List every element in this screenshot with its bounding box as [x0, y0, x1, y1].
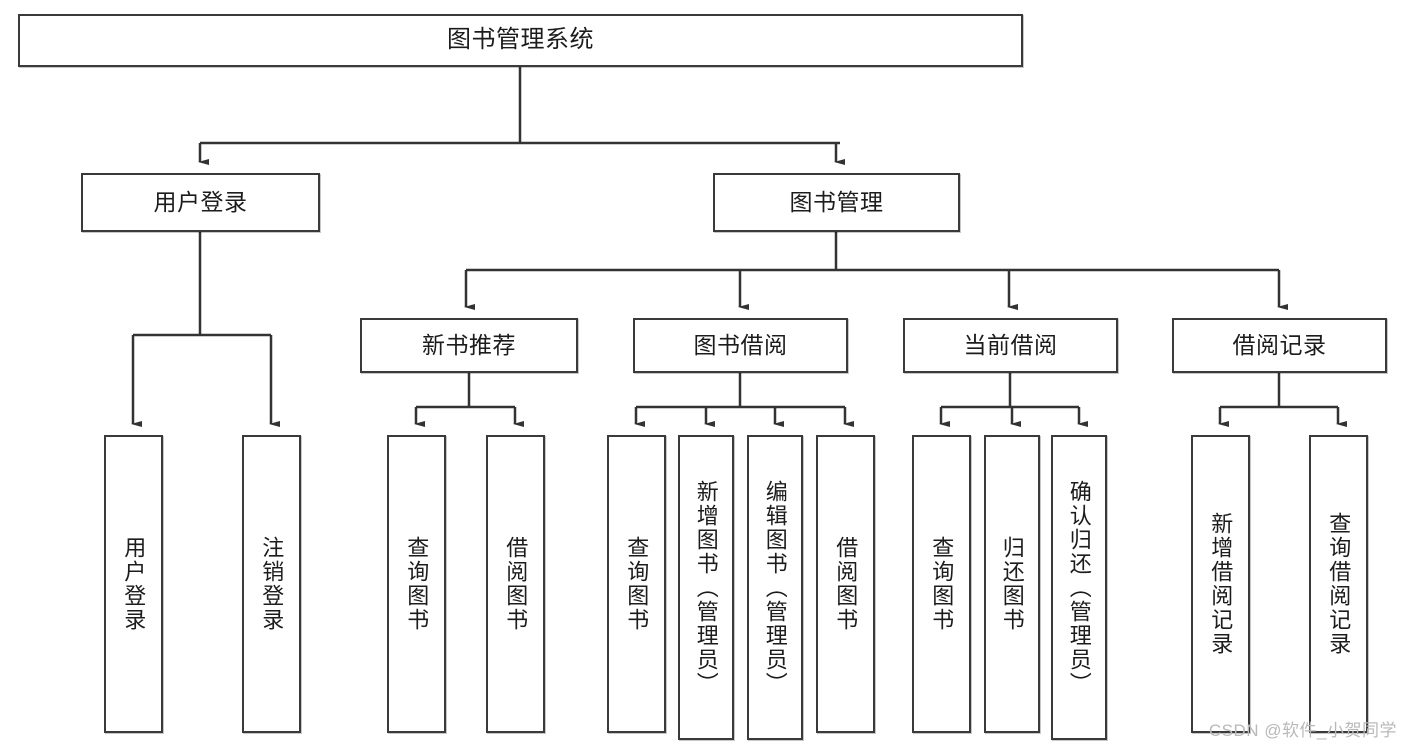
leaf-borrow-book-recommend[interactable]: 借阅图书 [486, 435, 545, 733]
node-user-login[interactable]: 用户登录 [81, 173, 320, 232]
leaf-user-login[interactable]: 用户登录 [104, 435, 163, 733]
leaf-add-borrow-record[interactable]: 新增借阅记录 [1191, 435, 1250, 733]
leaf-logout-login[interactable]: 注销登录 [242, 435, 301, 733]
leaf-query-borrow-record[interactable]: 查询借阅记录 [1309, 435, 1368, 733]
leaf-confirm-return-admin[interactable]: 确认归还（管理员） [1051, 435, 1107, 740]
node-book-borrow[interactable]: 图书借阅 [633, 318, 848, 373]
leaf-query-book-borrow[interactable]: 查询图书 [607, 435, 666, 733]
node-book-management[interactable]: 图书管理 [713, 173, 960, 232]
leaf-return-book[interactable]: 归还图书 [984, 435, 1040, 733]
leaf-borrow-book[interactable]: 借阅图书 [816, 435, 875, 733]
node-new-book-recommend[interactable]: 新书推荐 [360, 318, 578, 373]
watermark-text: CSDN @软件_小贺同学 [1208, 721, 1397, 740]
leaf-query-book-recommend[interactable]: 查询图书 [387, 435, 446, 733]
node-borrow-record[interactable]: 借阅记录 [1172, 318, 1387, 373]
leaf-edit-book-admin[interactable]: 编辑图书（管理员） [747, 435, 803, 740]
leaf-add-book-admin[interactable]: 新增图书（管理员） [678, 435, 734, 740]
node-root-system[interactable]: 图书管理系统 [18, 14, 1023, 67]
leaf-query-book-current[interactable]: 查询图书 [912, 435, 971, 733]
node-current-borrow[interactable]: 当前借阅 [903, 318, 1118, 373]
